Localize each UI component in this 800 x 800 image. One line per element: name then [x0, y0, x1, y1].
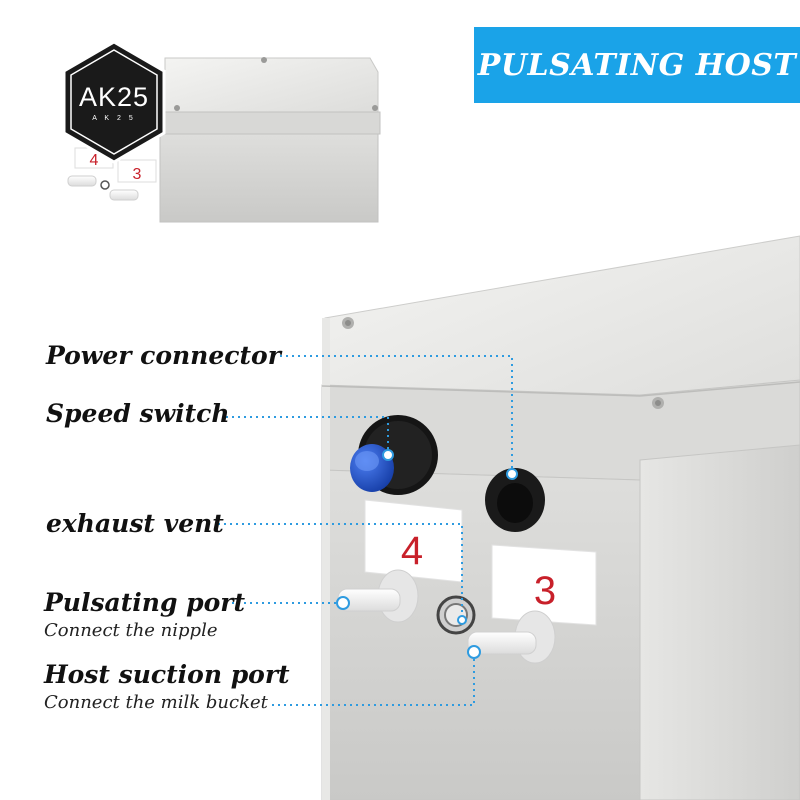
- leader-lines: [218, 355, 513, 706]
- power-connector: [485, 468, 545, 532]
- port-tag-3: 3: [491, 544, 597, 626]
- label-host-suction-port: Host suction port: [44, 660, 290, 689]
- label-speed-switch: Speed switch: [46, 399, 230, 428]
- thumb-tag-4: 4: [90, 152, 99, 169]
- logo-text: AK25: [78, 82, 150, 112]
- port-tag-4: 4: [364, 499, 463, 583]
- leader-power: [280, 355, 513, 470]
- leader-speed: [226, 416, 389, 455]
- page-title: PULSATING HOST: [477, 47, 797, 83]
- port-tag-3-number: 3: [534, 569, 556, 613]
- header-banner: PULSATING HOST: [474, 27, 800, 103]
- sublabel-pulsating-port: Connect the nipple: [44, 620, 218, 641]
- label-exhaust-vent: exhaust vent: [46, 509, 224, 538]
- pulsating-port-nozzle: [336, 569, 419, 623]
- ak25-logo: [62, 40, 166, 164]
- exhaust-vent: [436, 595, 476, 635]
- label-pulsating-port: Pulsating port: [44, 588, 246, 617]
- host-suction-port-nozzle: [467, 610, 556, 664]
- logo-tagline: A K 2 5: [92, 115, 136, 122]
- thumb-tag-3: 3: [133, 166, 142, 183]
- leader-host: [272, 658, 475, 706]
- speed-dot: [382, 449, 394, 461]
- label-power-connector: Power connector: [46, 341, 281, 370]
- sublabel-host-suction-port: Connect the milk bucket: [44, 692, 268, 713]
- thumbnail-box: 4 3: [67, 57, 381, 223]
- speed-knob: [350, 415, 438, 495]
- port-tag-4-number: 4: [401, 529, 423, 573]
